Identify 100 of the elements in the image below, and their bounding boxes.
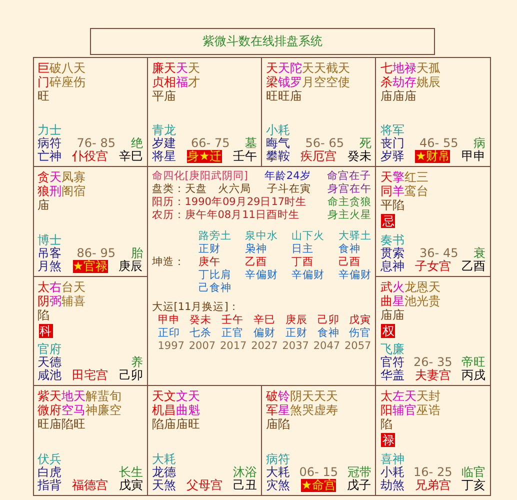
- deity-name: 官符: [380, 356, 404, 369]
- deity-name: 小耗: [266, 124, 290, 137]
- star-names: 七地禄天孤杀劫存姚辰: [380, 60, 442, 88]
- bazi-text: 正财: [198, 243, 222, 256]
- bazi-text: 泉中水: [245, 230, 278, 243]
- age-range: 86- 95: [76, 246, 116, 260]
- deity-name: 天煞: [152, 478, 176, 492]
- star-names: 贪天凤寡狼刑阁宿: [38, 170, 86, 198]
- deity-name: 青龙: [152, 124, 176, 137]
- luck-cycle-text: 七杀: [190, 327, 212, 340]
- deity-name: 大耗: [152, 452, 176, 466]
- deity-name: 指背: [38, 478, 62, 492]
- title-banner: [90, 28, 435, 55]
- transformation-badge: 忌: [381, 214, 396, 228]
- transformation-badge: 科: [38, 324, 52, 338]
- highlighted-palace-name: ★财帛: [415, 150, 450, 163]
- deity-name: 月煞: [38, 260, 62, 272]
- info-text: 年龄24岁: [264, 170, 311, 183]
- deity-name: 喜神: [380, 452, 404, 466]
- info-text: 大运[11月换运]：: [152, 301, 240, 314]
- year-text: 2047: [313, 340, 340, 353]
- deity-name: 病符: [38, 137, 62, 150]
- deity-name: 病符: [266, 452, 290, 466]
- deity-name: 博士: [38, 234, 62, 246]
- bazi-text: 己酉: [338, 256, 362, 269]
- star-names: 天天陀天天截天梁钺罗月空空使: [266, 60, 351, 88]
- info-text: 子斗在寅: [267, 183, 311, 196]
- transformation-badge: 禄: [381, 433, 396, 447]
- stem-branch: 甲申: [461, 150, 486, 163]
- deity-name: 飞廉: [380, 343, 404, 356]
- stage-name: 绝: [130, 137, 143, 150]
- age-range: 46- 55: [420, 137, 458, 150]
- stage-name: 墓: [245, 137, 257, 150]
- brightness-text: 平陷: [380, 199, 406, 212]
- info-text: 身宫在午: [327, 183, 372, 196]
- luck-cycle-text: 正财: [285, 327, 308, 340]
- palace-cell: [32, 385, 148, 496]
- brightness-text: 庙: [38, 199, 50, 212]
- star-names: 太左天天封阳辅官巫诰: [380, 389, 442, 417]
- luck-cycle-text: 壬午: [222, 314, 244, 327]
- palace-name: 仆役宫: [72, 150, 108, 163]
- bazi-text: 己食神: [198, 282, 232, 295]
- age-range: 06- 15: [299, 466, 338, 478]
- year-text: 2007: [188, 340, 216, 353]
- year-text: 1997: [158, 340, 184, 353]
- deity-name: 攀鞍: [266, 150, 290, 163]
- bazi-text: 乙酉: [245, 256, 268, 269]
- bazi-text: 庚午: [198, 256, 222, 269]
- luck-cycle-text: 正印: [158, 327, 180, 340]
- deity-name: 灾煞: [266, 478, 290, 492]
- brightness-text: 旺庙陷旺: [38, 418, 86, 431]
- age-range: 16- 25: [414, 466, 452, 478]
- stage-name: 沐浴: [233, 466, 257, 478]
- bazi-text: 丁比肩: [198, 269, 232, 282]
- brightness-text: 平庙: [152, 90, 177, 102]
- year-text: 2017: [220, 340, 247, 353]
- star-names: 廉天天天贞相福才: [152, 60, 201, 88]
- deity-name: 咸池: [38, 369, 62, 382]
- age-range: 56- 65: [305, 137, 344, 150]
- brightness-text: 陷: [380, 418, 394, 431]
- info-text: 盘类：天盘 火六局: [152, 183, 251, 196]
- luck-cycle-text: 辛巳: [253, 314, 276, 327]
- deity-name: 将军: [380, 124, 404, 137]
- bazi-text: 路旁土: [198, 230, 232, 243]
- palace-name: 父母宫: [186, 478, 222, 492]
- luck-cycle-text: 正官: [222, 327, 244, 340]
- year-text: 2057: [344, 340, 372, 353]
- star-names: 天文文天机昌曲魁: [152, 389, 201, 417]
- bazi-text: 辛偏财: [245, 269, 278, 282]
- star-names: 太右台天阴弼辅喜: [38, 280, 86, 308]
- luck-cycle-text: 庚辰: [285, 314, 308, 327]
- deity-name: 大耗: [266, 466, 290, 478]
- stem-branch: 壬午: [232, 150, 257, 163]
- deity-name: 丧门: [380, 137, 404, 150]
- deity-name: 官府: [38, 343, 62, 356]
- highlighted-palace-name: ★官禄: [72, 260, 108, 272]
- palace-name: 福德宫: [72, 478, 108, 492]
- star-names: 巨破八天门碎座伤: [38, 60, 86, 88]
- palace-name: 夫妻宫: [414, 369, 451, 382]
- palace-name: 疾厄宫: [300, 150, 337, 163]
- deity-name: 小耗: [380, 466, 404, 478]
- stage-name: 帝旺: [462, 356, 486, 369]
- stem-branch: 丙戌: [462, 369, 486, 382]
- deity-name: 息神: [380, 260, 404, 272]
- info-text: 农历：庚午年08月11日酉时生: [152, 209, 300, 222]
- stem-branch: 庚辰: [118, 260, 143, 272]
- brightness-text: 庙陷: [266, 418, 291, 431]
- age-range: 76- 85: [76, 137, 116, 150]
- deity-name: 天德: [38, 356, 62, 369]
- transformation-badge: 权: [381, 324, 396, 338]
- luck-cycle-text: 甲申: [158, 314, 180, 327]
- stem-branch: 戊寅: [118, 478, 143, 492]
- deity-name: 晦气: [266, 137, 290, 150]
- stem-branch: 己丑: [233, 478, 257, 492]
- palace-name: 田宅宫: [72, 369, 108, 382]
- info-text: 身主火星: [327, 209, 372, 222]
- bazi-text: 辛偏财: [292, 269, 325, 282]
- star-names: 天擎红三同羊鸾台: [380, 170, 430, 198]
- palace-cell: [32, 56, 148, 167]
- luck-cycle-text: 癸未: [190, 314, 212, 327]
